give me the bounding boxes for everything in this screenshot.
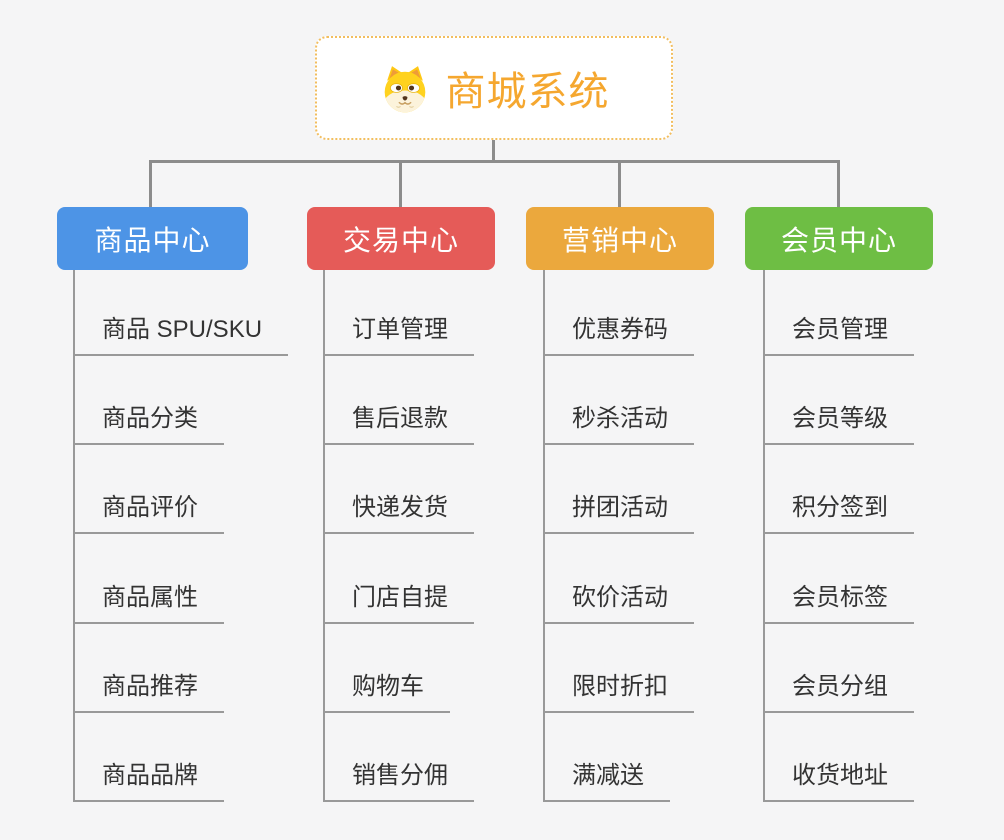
branch-node-marketing-center[interactable]: 营销中心 bbox=[526, 207, 714, 270]
sub-item[interactable]: 满减送 bbox=[543, 760, 670, 802]
branch-label: 营销中心 bbox=[561, 224, 678, 256]
trunk-line bbox=[763, 270, 765, 802]
sub-item[interactable]: 门店自提 bbox=[323, 582, 474, 624]
branch-node-product-center[interactable]: 商品中心 bbox=[57, 207, 248, 270]
sub-item[interactable]: 会员等级 bbox=[763, 403, 914, 445]
root-node[interactable]: 商城系统 bbox=[315, 36, 673, 140]
sub-item[interactable]: 商品 SPU/SKU bbox=[73, 314, 289, 356]
branch-bus-line bbox=[149, 160, 840, 163]
sub-item[interactable]: 商品评价 bbox=[73, 492, 224, 534]
shiba-dog-icon bbox=[384, 66, 425, 113]
sub-item[interactable]: 商品分类 bbox=[73, 403, 224, 445]
branch-label: 交易中心 bbox=[342, 224, 459, 256]
drop-line-marketing bbox=[618, 161, 621, 207]
sub-item[interactable]: 会员标签 bbox=[763, 582, 914, 624]
branch-node-member-center[interactable]: 会员中心 bbox=[745, 207, 933, 270]
root-node-label: 商城系统 bbox=[445, 70, 610, 114]
branch-label: 商品中心 bbox=[94, 224, 211, 256]
sub-item[interactable]: 秒杀活动 bbox=[543, 403, 694, 445]
sub-item[interactable]: 优惠券码 bbox=[543, 314, 694, 356]
sub-item[interactable]: 拼团活动 bbox=[543, 492, 694, 534]
sub-item[interactable]: 购物车 bbox=[323, 671, 450, 713]
sub-item[interactable]: 销售分佣 bbox=[323, 760, 474, 802]
sub-item[interactable]: 砍价活动 bbox=[543, 582, 694, 624]
sub-item[interactable]: 售后退款 bbox=[323, 403, 474, 445]
sub-item[interactable]: 限时折扣 bbox=[543, 671, 694, 713]
drop-line-product bbox=[149, 161, 152, 207]
sub-item[interactable]: 快递发货 bbox=[323, 492, 474, 534]
trunk-line bbox=[543, 270, 545, 802]
sub-item[interactable]: 会员分组 bbox=[763, 671, 914, 713]
drop-line-member bbox=[837, 161, 840, 207]
trunk-line bbox=[73, 270, 75, 802]
trunk-line bbox=[323, 270, 325, 802]
sub-item[interactable]: 商品推荐 bbox=[73, 671, 224, 713]
root-connector-line bbox=[492, 140, 495, 162]
sub-item[interactable]: 收货地址 bbox=[763, 760, 914, 802]
sub-item[interactable]: 商品属性 bbox=[73, 582, 224, 624]
sub-item[interactable]: 商品品牌 bbox=[73, 760, 224, 802]
sub-item[interactable]: 积分签到 bbox=[763, 492, 914, 534]
branch-label: 会员中心 bbox=[780, 224, 897, 256]
branch-node-trade-center[interactable]: 交易中心 bbox=[307, 207, 495, 270]
drop-line-trade bbox=[399, 161, 402, 207]
sub-item[interactable]: 订单管理 bbox=[323, 314, 474, 356]
sub-item[interactable]: 会员管理 bbox=[763, 314, 914, 356]
